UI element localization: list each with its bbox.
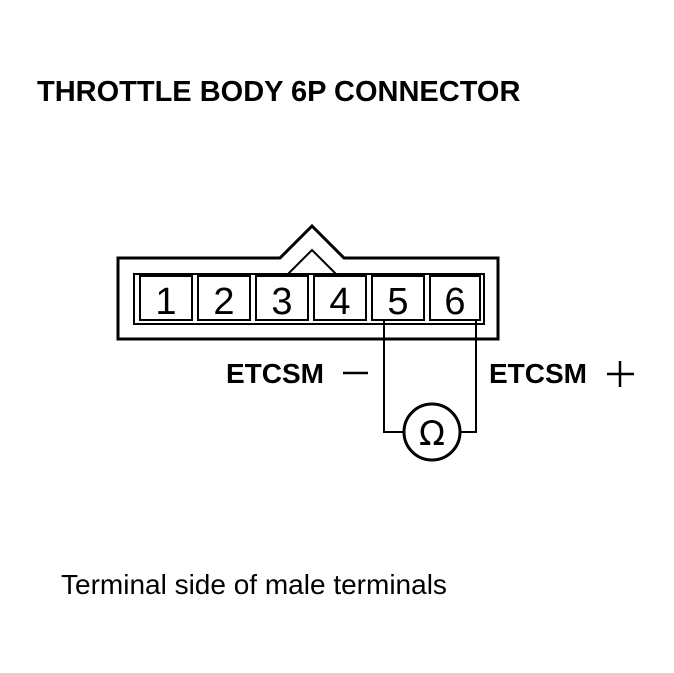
terminal-cavity-6 [429, 275, 481, 321]
terminal-cavity-4 [313, 275, 367, 321]
plus-sign-icon [607, 361, 634, 387]
ohmmeter-leads [383, 320, 477, 433]
etcsm-plus-label: ETCSM [489, 358, 587, 389]
terminal-cavity-3 [255, 275, 309, 321]
diagram-title: THROTTLE BODY 6P CONNECTOR [37, 76, 520, 108]
terminal-number: 4 [329, 281, 350, 323]
terminal-number: 5 [387, 281, 408, 323]
terminal-cavity-5 [371, 275, 425, 321]
terminal-number: 1 [155, 281, 176, 323]
terminal-cavity-1 [139, 275, 193, 321]
connector-inner-frame [133, 273, 485, 325]
terminal-number: 2 [213, 281, 234, 323]
lead-terminal-6 [460, 320, 477, 433]
lead-terminal-5 [383, 320, 404, 433]
ohm-icon: Ω [419, 414, 445, 454]
terminal-number: 6 [444, 281, 465, 323]
ohmmeter-symbol [402, 402, 462, 462]
terminal-number: 3 [271, 281, 292, 323]
terminal-row [139, 275, 481, 321]
terminal-cavity-2 [197, 275, 251, 321]
connector-outer-shell [116, 223, 500, 341]
diagram-caption: Terminal side of male terminals [61, 569, 447, 600]
connector-housing [116, 223, 500, 341]
locking-tab [287, 248, 337, 275]
etcsm-minus-label: ETCSM [226, 358, 324, 389]
